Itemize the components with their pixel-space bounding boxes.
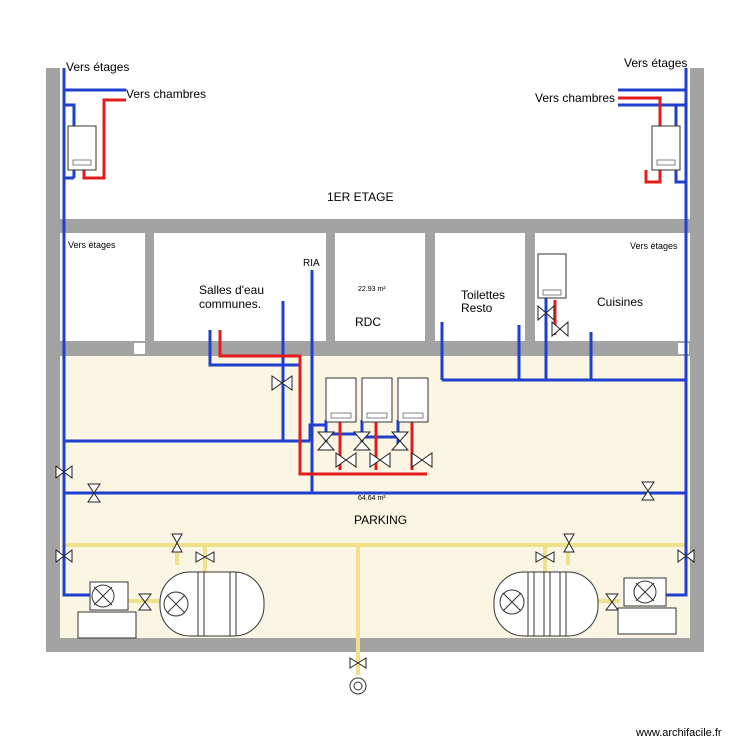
pump-units (77, 577, 677, 639)
label-toilettes-line1: Toilettes (461, 288, 505, 302)
label-rooms-right: Vers chambres (535, 91, 615, 105)
valve-icon (535, 551, 555, 563)
label-salles-line2: communes. (199, 297, 261, 311)
valve-icon (55, 465, 73, 479)
valve-icon (316, 431, 336, 451)
label-parking: PARKING (354, 513, 407, 527)
water-meter-icon (349, 677, 367, 695)
valve-icon (537, 304, 555, 322)
water-heater-icon (397, 377, 429, 423)
label-salles-line1: Salles d'eau (199, 283, 264, 297)
valve-icon (195, 551, 215, 563)
label-floors-small-left: Vers étages (68, 240, 116, 250)
water-heater-icon (537, 253, 567, 299)
hot-water-pipes (82, 96, 662, 476)
water-heater-icon (651, 125, 681, 171)
valve-icon (171, 533, 183, 553)
label-toilettes-line2: Resto (461, 301, 493, 315)
tank-icon (159, 571, 265, 637)
label-area-parking: 64.64 m² (358, 495, 386, 502)
valve-icon (369, 452, 391, 468)
label-rooms-left: Vers chambres (126, 87, 206, 101)
label-rdc: RDC (355, 315, 381, 329)
label-area-rdc: 22.93 m² (358, 286, 386, 293)
valve-icon (271, 375, 293, 391)
valve-icon (551, 320, 569, 338)
valve-icon (641, 481, 655, 501)
valve-icon (563, 533, 575, 553)
storage-tanks (159, 571, 599, 637)
valve-icon (55, 549, 73, 563)
valve-icon (87, 483, 101, 503)
valve-icon (605, 593, 619, 611)
labels: Vers étages Vers étages Vers chambres Ve… (66, 56, 722, 739)
valve-icon (411, 452, 433, 468)
valve-icon (352, 431, 372, 451)
water-heater-icon (361, 377, 393, 423)
label-floors-left: Vers étages (66, 60, 129, 74)
pump-icon (617, 577, 677, 635)
valve-icon (335, 452, 357, 468)
valve-icon (138, 593, 152, 611)
valve-icon (349, 657, 367, 669)
water-heater-icon (325, 377, 357, 423)
label-cuisines: Cuisines (597, 295, 643, 309)
watermark: www.archifacile.fr (635, 727, 722, 739)
water-heater-icon (67, 125, 97, 171)
label-ria: RIA (303, 258, 320, 269)
valve-icon (677, 549, 695, 563)
walls (46, 68, 704, 652)
water-heaters (67, 125, 681, 423)
tank-icon (493, 571, 599, 637)
label-floors-right: Vers étages (624, 56, 687, 70)
valves (55, 304, 695, 669)
valve-icon (390, 431, 410, 451)
label-first-floor: 1ER ETAGE (327, 190, 393, 204)
pump-icon (77, 581, 137, 639)
label-floors-small-right: Vers étages (630, 241, 678, 251)
